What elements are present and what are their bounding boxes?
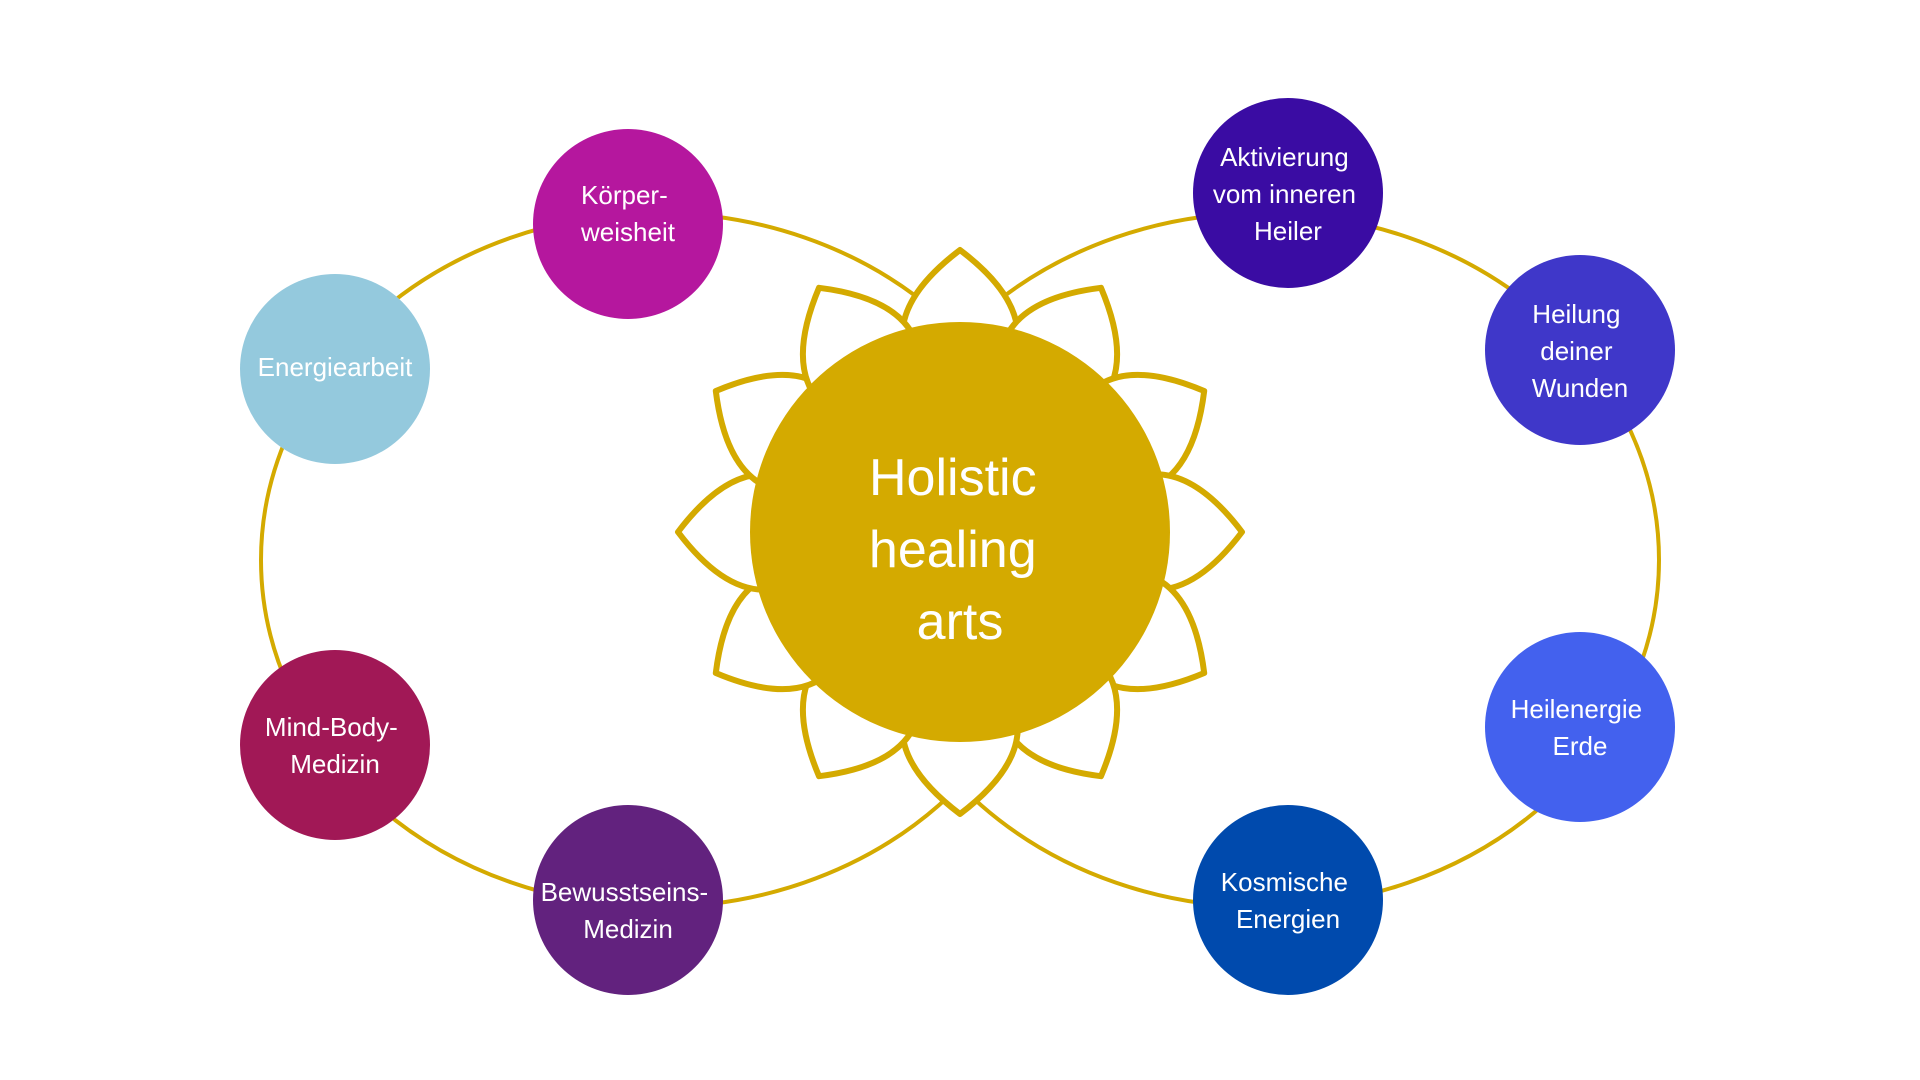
- node-heilenergie-erde-line-2: Erde: [1553, 731, 1608, 761]
- node-koerperweisheit-line-1: Körper-: [581, 180, 668, 210]
- node-koerperweisheit-label: Körper- weisheit: [580, 180, 676, 247]
- node-aktivierung-innerer-heiler-line-1: Aktivierung: [1220, 142, 1349, 172]
- node-bewusstseins-medizin-circle: [533, 805, 723, 995]
- center-node: Holistic healing arts: [750, 322, 1170, 742]
- node-koerperweisheit: Körper- weisheit: [533, 129, 723, 319]
- center-circle: [750, 322, 1170, 742]
- node-kosmische-energien-line-2: Energien: [1236, 904, 1340, 934]
- node-heilenergie-erde: Heilenergie Erde: [1485, 632, 1675, 822]
- center-label: Holistic healing arts: [869, 449, 1051, 651]
- node-bewusstseins-medizin-label: Bewusstseins- Medizin: [541, 877, 716, 944]
- node-energiearbeit-line-1: Energiearbeit: [258, 352, 413, 382]
- node-kosmische-energien-label: Kosmische Energien: [1221, 867, 1355, 934]
- node-aktivierung-innerer-heiler-circle: [1193, 98, 1383, 288]
- node-heilung-deiner-wunden: Heilung deiner Wunden: [1485, 255, 1675, 445]
- node-mind-body-medizin-label: Mind-Body- Medizin: [265, 712, 405, 779]
- node-koerperweisheit-circle: [533, 129, 723, 319]
- node-heilung-deiner-wunden-line-2: deiner: [1540, 336, 1613, 366]
- node-kosmische-energien-circle: [1193, 805, 1383, 995]
- node-mind-body-medizin: Mind-Body- Medizin: [240, 650, 430, 840]
- node-heilung-deiner-wunden-line-1: Heilung: [1532, 299, 1620, 329]
- node-mind-body-medizin-circle: [240, 650, 430, 840]
- center-label-line-1: Holistic: [869, 449, 1037, 507]
- node-aktivierung-innerer-heiler: Aktivierung vom inneren Heiler: [1193, 98, 1383, 288]
- node-bewusstseins-medizin-line-1: Bewusstseins-: [541, 877, 709, 907]
- node-heilung-deiner-wunden-circle: [1485, 255, 1675, 445]
- node-mind-body-medizin-line-2: Medizin: [290, 749, 380, 779]
- node-mind-body-medizin-line-1: Mind-Body-: [265, 712, 398, 742]
- outer-nodes: Körper- weisheit Energiearbeit Mind-Body…: [240, 98, 1675, 995]
- node-kosmische-energien: Kosmische Energien: [1193, 805, 1383, 995]
- node-energiearbeit-circle: [240, 274, 430, 464]
- node-heilenergie-erde-line-1: Heilenergie: [1511, 694, 1643, 724]
- center-label-line-3: arts: [917, 593, 1004, 651]
- node-aktivierung-innerer-heiler-line-3: Heiler: [1254, 216, 1322, 246]
- node-energiearbeit-label: Energiearbeit: [258, 352, 413, 382]
- node-bewusstseins-medizin: Bewusstseins- Medizin: [533, 805, 723, 995]
- node-heilung-deiner-wunden-label: Heilung deiner Wunden: [1532, 299, 1628, 403]
- node-heilenergie-erde-label: Heilenergie Erde: [1511, 694, 1650, 761]
- node-kosmische-energien-line-1: Kosmische: [1221, 867, 1348, 897]
- node-heilung-deiner-wunden-line-3: Wunden: [1532, 373, 1628, 403]
- center-label-line-2: healing: [869, 521, 1037, 579]
- node-bewusstseins-medizin-line-2: Medizin: [583, 914, 673, 944]
- node-heilenergie-erde-circle: [1485, 632, 1675, 822]
- node-koerperweisheit-line-2: weisheit: [580, 217, 676, 247]
- node-aktivierung-innerer-heiler-label: Aktivierung vom inneren Heiler: [1213, 142, 1363, 246]
- node-aktivierung-innerer-heiler-line-2: vom inneren: [1213, 179, 1356, 209]
- node-energiearbeit: Energiearbeit: [240, 274, 430, 464]
